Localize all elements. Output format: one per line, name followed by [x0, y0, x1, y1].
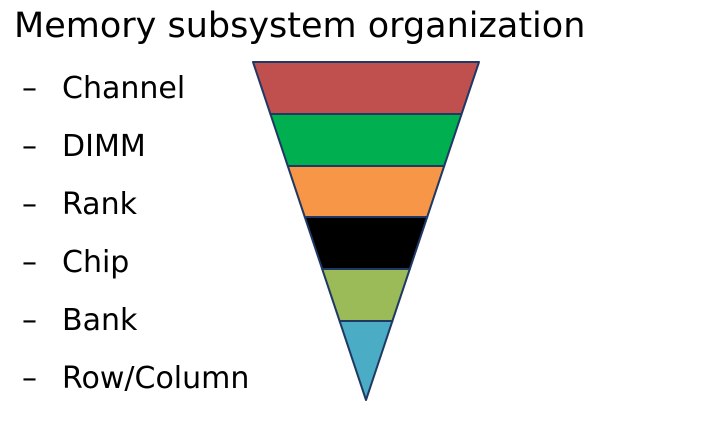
- funnel-band-rank: [286, 165, 446, 218]
- list-item-chip: –Chip: [22, 237, 249, 295]
- bullet-dash: –: [22, 303, 37, 338]
- bullet-dash: –: [22, 129, 37, 164]
- funnel-band-row-column: [338, 320, 394, 401]
- slide-title: Memory subsystem organization: [14, 6, 586, 46]
- list-item-bank: –Bank: [22, 295, 249, 353]
- list-item-rank: –Rank: [22, 179, 249, 237]
- list-item-row-column: –Row/Column: [22, 353, 249, 411]
- funnel-band-chip: [303, 216, 429, 270]
- level-label-chip: Chip: [62, 245, 130, 280]
- level-label-rank: Rank: [62, 187, 137, 222]
- level-label-row-column: Row/Column: [62, 361, 250, 396]
- funnel-band-bank: [321, 268, 411, 322]
- bullet-dash: –: [22, 71, 37, 106]
- list-item-channel: –Channel: [22, 63, 249, 121]
- bullet-dash: –: [22, 245, 37, 280]
- bullet-dash: –: [22, 361, 37, 396]
- list-item-dimm: –DIMM: [22, 121, 249, 179]
- funnel-band-channel: [252, 61, 480, 115]
- level-label-dimm: DIMM: [62, 129, 146, 164]
- bullet-dash: –: [22, 187, 37, 222]
- hierarchy-list: –Channel –DIMM –Rank –Chip –Bank –Row/Co…: [22, 63, 249, 411]
- level-label-bank: Bank: [62, 303, 138, 338]
- funnel-band-dimm: [269, 113, 463, 167]
- level-label-channel: Channel: [62, 71, 186, 106]
